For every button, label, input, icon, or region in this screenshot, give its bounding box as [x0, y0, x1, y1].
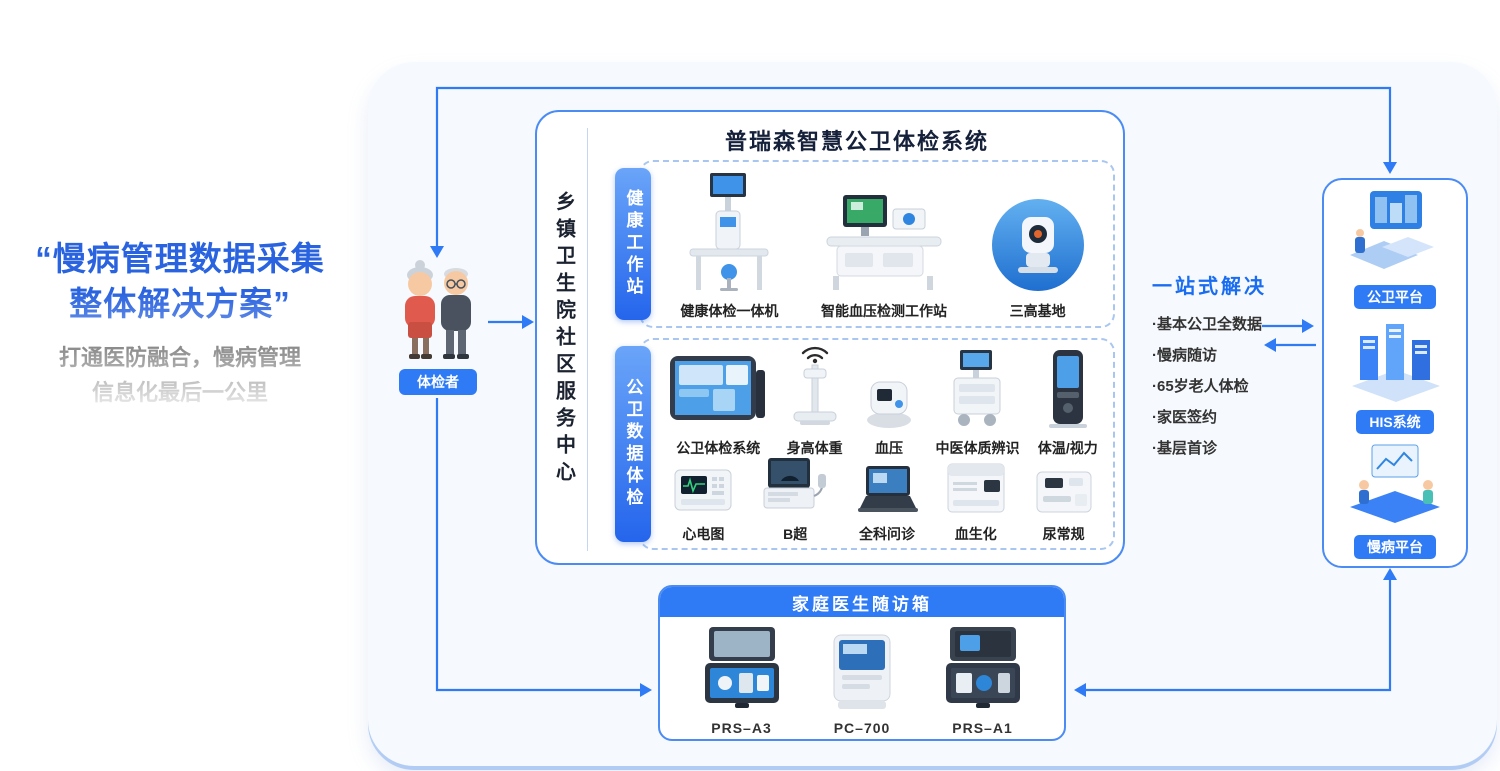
township-center-vertical-label: 乡镇卫生院社区服务中心 [552, 191, 575, 488]
device-bp-monitor: 血压 [861, 374, 917, 458]
followup-kit-title: 家庭医生随访箱 [660, 587, 1064, 617]
onestop-item: ·65岁老人体检 [1152, 378, 1249, 395]
platforms-panel: 公卫平台 HIS系统 [1322, 178, 1468, 568]
device-caption: 体温/视力 [1037, 440, 1098, 456]
section-public-health-data-label: 公卫数据体检 [615, 346, 651, 542]
device-height-weight: 身高体重 [787, 346, 843, 458]
device-urine-analyzer: 尿常规 [1034, 466, 1094, 544]
platform-his: HIS系统 [1342, 312, 1448, 434]
elderly-couple-icon [390, 260, 486, 368]
device-caption: 血压 [875, 440, 904, 456]
headline-line1: “慢病管理数据采集 [35, 240, 325, 277]
platform-label: HIS系统 [1356, 410, 1434, 434]
onestop-item: ·家医签约 [1152, 409, 1217, 426]
ecg-icon [672, 460, 734, 521]
system-title: 普瑞森智慧公卫体检系统 [724, 129, 989, 154]
pc700-icon [823, 631, 901, 718]
device-health-kiosk: 健康体检一体机 [680, 173, 778, 321]
examinee: 体检者 [390, 254, 486, 395]
examinee-label: 体检者 [399, 369, 477, 395]
device-caption: 三高基地 [1009, 303, 1066, 319]
onestop-item: ·基层首诊 [1152, 440, 1217, 457]
ultrasound-icon [761, 458, 829, 521]
section-health-workstation-label: 健康工作站 [615, 168, 651, 320]
section-health-workstation: 健康工作站 [615, 160, 1115, 328]
urine-analyzer-icon [1034, 466, 1094, 521]
laptop-consult-icon [856, 466, 918, 521]
public-health-platform-icon [1342, 187, 1448, 284]
headline: “慢病管理数据采集 整体解决方案” 打通医防融合，慢病管理 信息化最后一公里 [6, 236, 354, 410]
device-caption: 全科问诊 [858, 526, 915, 542]
case-a1-icon [937, 627, 1029, 718]
device-caption: 健康体检一体机 [680, 303, 779, 319]
height-weight-icon [792, 346, 838, 435]
biochem-analyzer-icon [945, 460, 1007, 521]
headline-sub1: 打通医防融合，慢病管理 [58, 345, 301, 370]
device-sangao-base: 三高基地 [990, 197, 1086, 321]
device-case-a1: PRS–A1 [937, 627, 1029, 736]
device-caption: 尿常规 [1042, 526, 1085, 542]
followup-kit-panel: 家庭医生随访箱 PRS–A3 [658, 585, 1066, 741]
device-tablet-system: 公卫体检系统 [668, 352, 768, 458]
device-ecg: 心电图 [672, 460, 734, 544]
device-ultrasound: B超 [761, 458, 829, 544]
section-public-health-data: 公卫数据体检 [615, 338, 1115, 550]
vertical-divider [587, 128, 588, 551]
case-a3-icon [696, 627, 788, 718]
device-caption: PC–700 [833, 720, 891, 736]
headline-line2: 整体解决方案” [69, 285, 291, 322]
device-biochem-analyzer: 血生化 [945, 460, 1007, 544]
bp-workstation-icon [823, 181, 945, 298]
chronic-platform-icon [1342, 437, 1448, 534]
device-laptop-consult: 全科问诊 [856, 466, 918, 544]
device-caption: 智能血压检测工作站 [820, 303, 947, 319]
platform-label: 慢病平台 [1354, 535, 1436, 559]
device-bp-workstation: 智能血压检测工作站 [821, 181, 947, 321]
sangao-base-icon [990, 197, 1086, 298]
his-system-icon [1342, 312, 1448, 409]
onestop-item: ·慢病随访 [1152, 347, 1217, 364]
device-caption: 血生化 [954, 526, 997, 542]
device-tcm-cart: 中医体质辨识 [935, 350, 1019, 458]
device-caption: PRS–A1 [952, 720, 1013, 736]
tablet-system-icon [668, 352, 768, 435]
platform-label: 公卫平台 [1354, 285, 1436, 309]
device-case-a3: PRS–A3 [696, 627, 788, 736]
device-caption: PRS–A3 [711, 720, 772, 736]
platform-public-health: 公卫平台 [1342, 187, 1448, 309]
tcm-cart-icon [945, 350, 1009, 435]
device-caption: 心电图 [682, 526, 725, 542]
temp-vision-icon [1044, 350, 1092, 435]
device-temp-vision: 体温/视力 [1038, 350, 1098, 458]
health-kiosk-icon [682, 173, 777, 298]
platform-chronic: 慢病平台 [1342, 437, 1448, 559]
onestop-title: 一站式解决 [1152, 276, 1267, 298]
onestop-item: ·基本公卫全数据 [1152, 316, 1262, 333]
center-system-panel: 乡镇卫生院社区服务中心 普瑞森智慧公卫体检系统 健康工作站 [535, 110, 1125, 565]
device-caption: B超 [783, 526, 808, 542]
onestop-solution: 一站式解决 ·基本公卫全数据 ·慢病随访 ·65岁老人体检 ·家医签约 ·基层首… [1152, 270, 1317, 464]
device-caption: 身高体重 [786, 440, 843, 456]
headline-sub2: 信息化最后一公里 [91, 380, 268, 405]
device-caption: 公卫体检系统 [676, 440, 761, 456]
device-caption: 中医体质辨识 [935, 440, 1020, 456]
device-pc700: PC–700 [823, 631, 901, 736]
bp-monitor-icon [861, 374, 917, 435]
